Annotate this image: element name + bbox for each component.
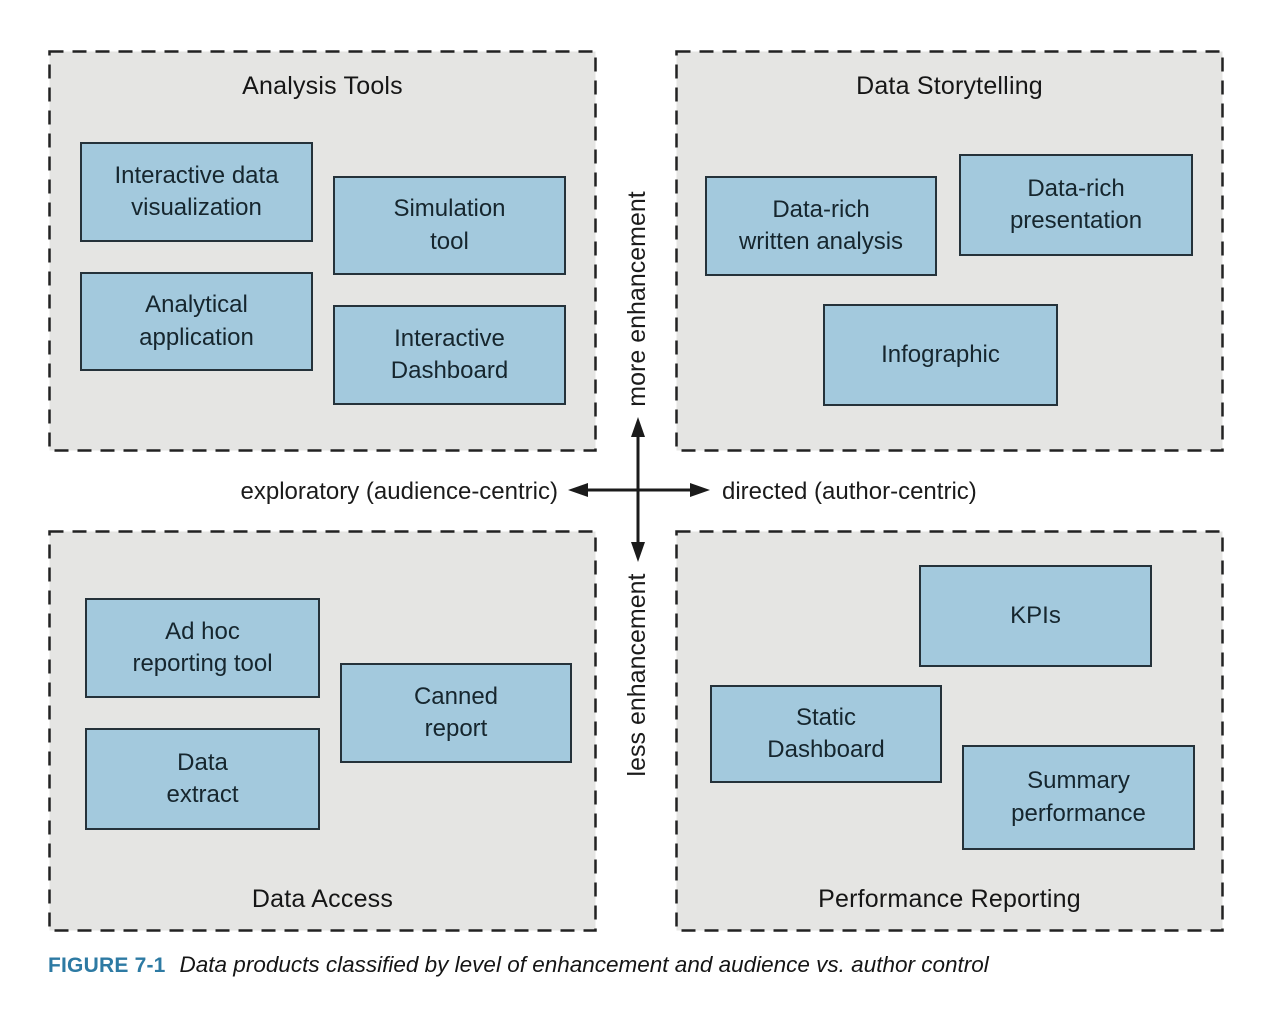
axis-cross-arrows — [568, 417, 710, 562]
quadrant-title-performance-reporting: Performance Reporting — [818, 885, 1081, 913]
quadrant-title-analysis-tools: Analysis Tools — [242, 72, 403, 100]
box-interactive-dashboard: Interactive Dashboard — [333, 305, 566, 405]
box-static-dashboard: Static Dashboard — [710, 685, 942, 783]
box-data-rich-presentation: Data-rich presentation — [959, 154, 1193, 256]
box-simulation-tool: Simulation tool — [333, 176, 566, 275]
box-label: Canned report — [413, 682, 499, 742]
box-data-extract: Data extract — [85, 728, 320, 830]
box-label: Summary performance — [1011, 767, 1146, 827]
box-summary-performance: Summary performance — [962, 745, 1195, 850]
box-label: Ad hoc reporting tool — [132, 617, 273, 677]
arrow-up-head-icon — [631, 417, 645, 437]
box-label: KPIs — [1010, 601, 1061, 629]
figure-caption: FIGURE 7-1 Data products classified by l… — [48, 952, 989, 978]
quadrant-data-storytelling: Data Storytelling Data-rich written anal… — [675, 50, 1224, 452]
quadrant-analysis-tools: Analysis Tools Interactive data visualiz… — [48, 50, 597, 452]
box-canned-report: Canned report — [340, 663, 572, 763]
quadrant-title-data-access: Data Access — [251, 885, 394, 913]
box-label: Infographic — [881, 340, 1000, 368]
box-label: Data extract — [166, 748, 239, 808]
box-label: Interactive data visualization — [114, 161, 279, 221]
box-label: Analytical application — [139, 291, 254, 351]
axis-label-directed: directed (author-centric) — [722, 478, 977, 505]
box-label: Interactive Dashboard — [390, 324, 509, 384]
quadrant-data-access: Data Access Ad hoc reporting tool Canned… — [48, 530, 597, 932]
box-analytical-application: Analytical application — [80, 272, 313, 371]
arrow-right-head-icon — [690, 483, 710, 497]
box-label: Static Dashboard — [767, 703, 885, 763]
box-label: Simulation tool — [393, 195, 506, 255]
arrow-left-head-icon — [568, 483, 588, 497]
axis-label-less-enhancement: less enhancement — [622, 573, 651, 777]
box-ad-hoc-reporting-tool: Ad hoc reporting tool — [85, 598, 320, 698]
box-data-rich-written-analysis: Data-rich written analysis — [705, 176, 937, 276]
box-label: Data-rich written analysis — [738, 195, 904, 255]
quadrant-title-data-storytelling: Data Storytelling — [856, 72, 1043, 100]
arrow-down-head-icon — [631, 542, 645, 562]
axis-label-more-enhancement: more enhancement — [622, 191, 651, 407]
figure-caption-label: FIGURE 7-1 — [48, 954, 166, 977]
figure-caption-text: Data products classified by level of enh… — [179, 952, 989, 977]
box-interactive-data-visualization: Interactive data visualization — [80, 142, 313, 242]
box-label: Data-rich presentation — [1009, 174, 1143, 234]
axis-label-exploratory: exploratory (audience-centric) — [240, 478, 558, 505]
box-infographic: Infographic — [823, 304, 1058, 406]
quadrant-performance-reporting: Performance Reporting KPIs Static Dashbo… — [675, 530, 1224, 932]
box-kpis: KPIs — [919, 565, 1152, 667]
